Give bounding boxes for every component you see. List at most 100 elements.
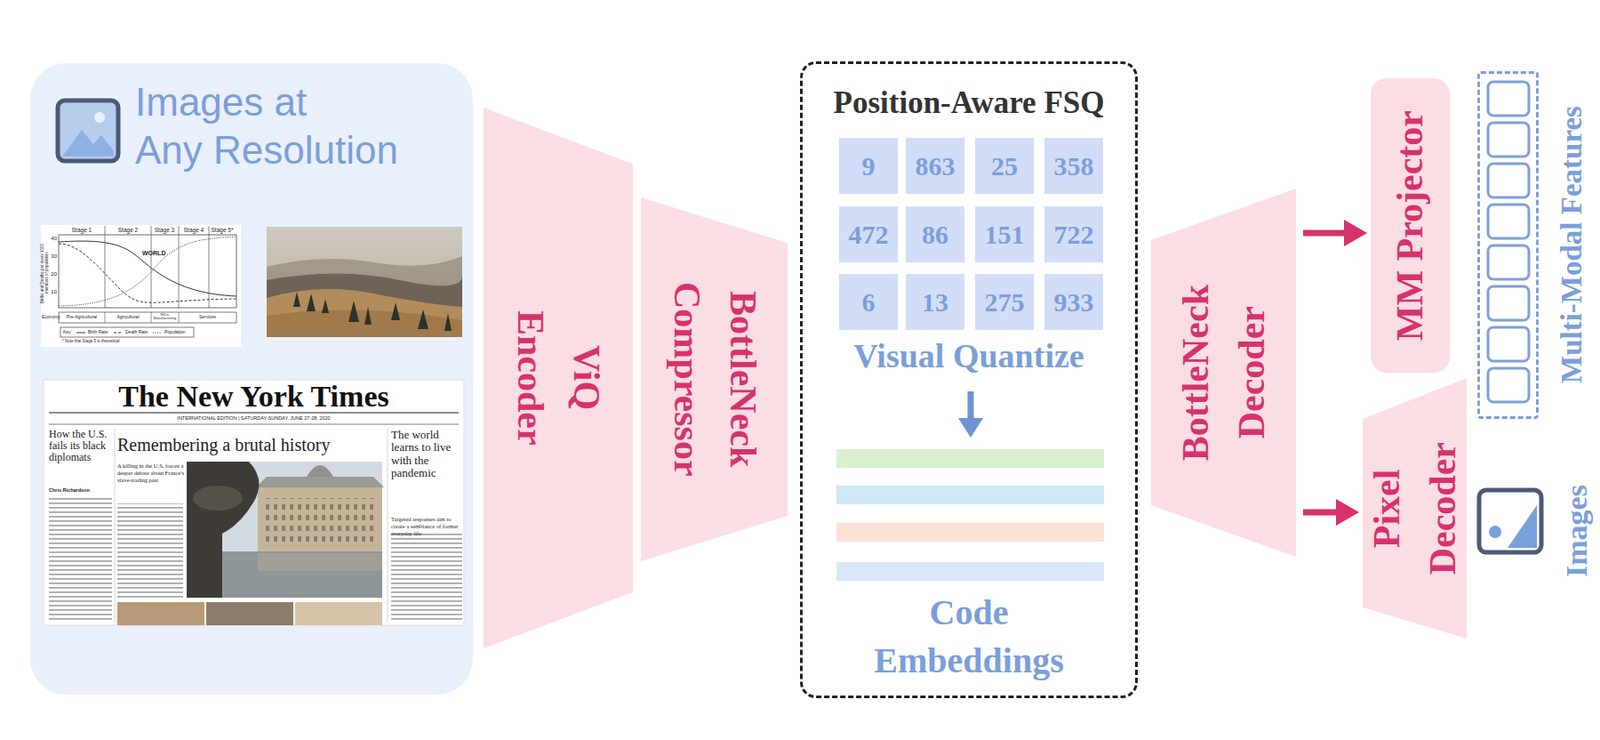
encoder-trapezoid: ViQ Encoder (483, 107, 633, 648)
feature-tokens-part (1488, 204, 1529, 239)
output-label: Images (1559, 468, 1594, 593)
newspaper-page-part (206, 601, 294, 625)
newspaper-page-part (48, 497, 112, 623)
feature-tokens-part (1488, 163, 1529, 198)
node-label: Images at Any Resolution (135, 78, 464, 175)
newspaper-text: Chris Richardson (48, 487, 90, 493)
chart-text: Agricultural (104, 314, 152, 320)
chart-text: Births and Deaths per every 1000 members… (40, 238, 50, 308)
chart-image-part (58, 236, 237, 306)
node-label: BottleNeck Compressor (658, 281, 771, 477)
chart-image-part (152, 332, 162, 334)
node-label: Multi-Modal Features (1555, 71, 1589, 419)
code-number: 9 (862, 151, 876, 182)
output-image-icon (1479, 489, 1542, 552)
newspaper-page-part (295, 601, 383, 625)
landscape-photo-part (293, 291, 452, 331)
feature-tokens-part (1488, 327, 1529, 361)
newspaper-text: The world learns to live with the pandem… (391, 428, 463, 480)
code-number: 933 (1054, 287, 1095, 318)
trapezoid-fill (1151, 188, 1296, 557)
code-cell: 9 (839, 137, 898, 194)
node-label: Position-Aware FSQ (802, 85, 1136, 121)
code-number: 358 (1054, 151, 1095, 182)
landscape-photo-part (266, 288, 463, 337)
chart-text: Stage 4 (176, 226, 212, 233)
trapezoid-fill (483, 107, 633, 648)
chart-image-part (58, 243, 237, 303)
newspaper-page-part (257, 552, 383, 571)
embedding-bars-part (836, 561, 1104, 581)
chart-image-part (76, 332, 86, 334)
arrow-head (1344, 219, 1368, 247)
node-label: Pixel Decoder (1359, 441, 1472, 575)
chart-text: Services (178, 314, 237, 320)
newspaper-page-part (43, 379, 464, 625)
chart-text: 10 (48, 288, 57, 296)
image-icon (57, 100, 119, 161)
embedding-bars-part (836, 522, 1104, 542)
code-number: 86 (921, 219, 949, 250)
chart-text: NICs, Manufacturing (151, 312, 179, 320)
newspaper-page-part (117, 601, 205, 625)
node-label: MM Projector (1382, 110, 1439, 341)
newspaper-page-part (391, 533, 463, 623)
trapezoid-shape (1151, 188, 1296, 557)
quantize-arrow-part (958, 417, 984, 438)
code-number: 275 (984, 287, 1025, 318)
chart-image-part (104, 312, 179, 323)
chart-text: Stage 2 (110, 226, 146, 233)
code-cell: 6 (839, 273, 898, 330)
newspaper-text: Remembering a brutal history (117, 434, 384, 456)
code-cell: 275 (975, 273, 1034, 330)
newspaper-page-part (256, 476, 384, 488)
code-cell: 151 (975, 206, 1034, 263)
chart-image-part (113, 332, 123, 334)
newspaper-text: INTERNATIONAL EDITION | SATURDAY-SUNDAY,… (43, 415, 464, 421)
image-icon-part (94, 112, 105, 123)
quantize-arrow (958, 391, 984, 438)
code-cell: 25 (975, 137, 1034, 194)
code-cell: 863 (905, 137, 965, 194)
chart-text: Key: (63, 329, 72, 336)
code-number: 472 (848, 219, 889, 250)
chart-text: Death Rate (125, 329, 148, 336)
feature-tokens-part (1488, 286, 1529, 320)
newspaper-page-part (114, 428, 388, 623)
trapezoid-fill (640, 197, 788, 561)
chart-text: Stage 3 (146, 226, 183, 233)
chart-image-part (58, 312, 237, 323)
chart-image-part (104, 225, 209, 308)
feature-tokens (1488, 81, 1529, 402)
trapezoid-shape (483, 107, 633, 648)
chart-text: 30 (48, 253, 57, 260)
image-icon-part (62, 129, 114, 157)
code-cell: 358 (1044, 137, 1104, 194)
chart-text: Population (164, 329, 186, 336)
node-label: ViQ Encoder (502, 310, 615, 446)
code-cell: 13 (905, 273, 965, 330)
quantize-arrow-part (968, 391, 975, 422)
chart-image-part (60, 327, 194, 337)
newspaper-page-part (186, 461, 259, 598)
output-image-icon-part (1479, 489, 1542, 552)
arrow-connector (1303, 219, 1368, 247)
code-cell: 722 (1044, 206, 1104, 263)
arrow-head (1336, 498, 1360, 526)
newspaper-page-part (257, 487, 383, 552)
newspaper-text: The New York Times (43, 378, 464, 414)
embedding-bars (836, 448, 1104, 581)
code-number: 13 (921, 287, 949, 318)
output-image-icon-part (1507, 504, 1537, 548)
code-number: 25 (991, 151, 1018, 182)
image-icon-part (57, 100, 119, 161)
chart-text: * Note that Stage 5 is theoretical (62, 338, 120, 344)
node-label: Visual Quantize (802, 336, 1136, 376)
newspaper-page (43, 379, 464, 625)
code-number: 151 (984, 219, 1025, 250)
newspaper-text: Targeted responses aim to create a sembl… (391, 515, 463, 536)
newspaper-page-part (48, 424, 459, 425)
